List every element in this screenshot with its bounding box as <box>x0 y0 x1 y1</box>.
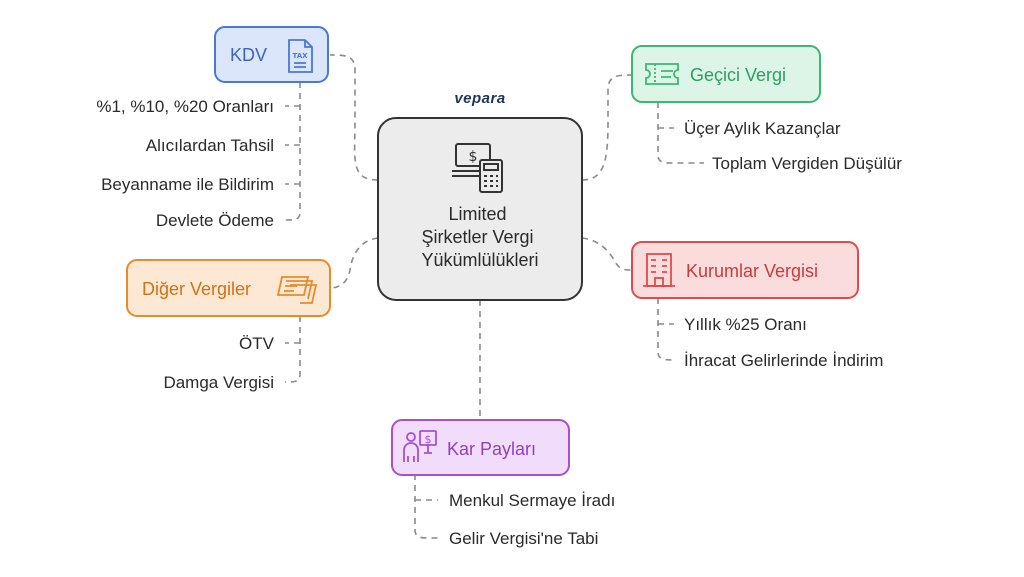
branch-diger-vergiler-label: Diğer Vergiler <box>142 279 251 299</box>
svg-text:$: $ <box>425 433 432 446</box>
money-calculator-icon: $ <box>452 143 503 193</box>
kurumlar-item-1: Yıllık %25 Oranı <box>684 315 807 334</box>
branch-kurumlar-vergisi: Kurumlar Vergisi <box>631 241 859 299</box>
diger-item-1: ÖTV <box>239 334 275 353</box>
investor-icon: $ <box>403 430 437 462</box>
connector-kurumlar-items <box>657 298 676 361</box>
connector-center-gecici <box>581 74 633 181</box>
connector-gecici-items <box>657 102 704 164</box>
branch-gecici-vergi: Geçici Vergi <box>631 45 821 103</box>
branch-diger-vergiler: Diğer Vergiler <box>126 259 331 317</box>
center-title-line-3: Yükümlülükleri <box>421 250 538 270</box>
branch-kdv-label: KDV <box>230 45 267 65</box>
brand-logo: vepara <box>454 90 505 107</box>
connector-diger-items <box>284 316 301 383</box>
gecici-item-1: Üçer Aylık Kazançlar <box>684 119 841 138</box>
kdv-item-2: Alıcılardan Tahsil <box>146 136 274 155</box>
ticket-icon <box>645 63 679 85</box>
building-icon <box>643 253 675 287</box>
kar-item-2: Gelir Vergisi'ne Tabi <box>449 529 598 548</box>
kurumlar-item-2: İhracat Gelirlerinde İndirim <box>684 351 883 370</box>
kdv-item-4: Devlete Ödeme <box>156 211 274 230</box>
kdv-item-3: Beyanname ile Bildirim <box>101 175 274 194</box>
svg-text:$: $ <box>469 149 478 165</box>
svg-text:TAX: TAX <box>292 52 308 60</box>
money-stack-icon <box>276 276 318 304</box>
svg-text:Limited Şirketler Vergi: Limited Şirketler Vergi Yükümlülükleri <box>421 204 538 270</box>
diger-item-2: Damga Vergisi <box>163 373 274 392</box>
branch-kar-paylari: $ Kar Payları <box>391 419 570 476</box>
branch-kar-paylari-label: Kar Payları <box>447 439 536 459</box>
connector-kar-items <box>414 474 438 539</box>
kdv-item-1: %1, %10, %20 Oranları <box>96 97 274 116</box>
kar-item-1: Menkul Sermaye İradı <box>449 491 615 510</box>
gecici-item-2: Toplam Vergiden Düşülür <box>712 154 902 173</box>
center-title-line-2: Şirketler Vergi <box>421 227 533 247</box>
branch-kurumlar-vergisi-label: Kurumlar Vergisi <box>686 261 818 281</box>
connector-center-kurumlar <box>581 237 633 271</box>
branch-kdv: KDV TAX <box>214 26 329 83</box>
branch-gecici-vergi-label: Geçici Vergi <box>690 65 786 85</box>
connector-center-kdv <box>329 54 379 181</box>
connector-kdv-items <box>284 82 301 221</box>
center-node: $ Limited Şirketler Vergi Yükümlülükleri <box>377 117 583 301</box>
tax-document-icon: TAX <box>288 39 313 73</box>
connector-center-diger <box>329 237 379 289</box>
center-title-line-1: Limited <box>448 204 506 224</box>
